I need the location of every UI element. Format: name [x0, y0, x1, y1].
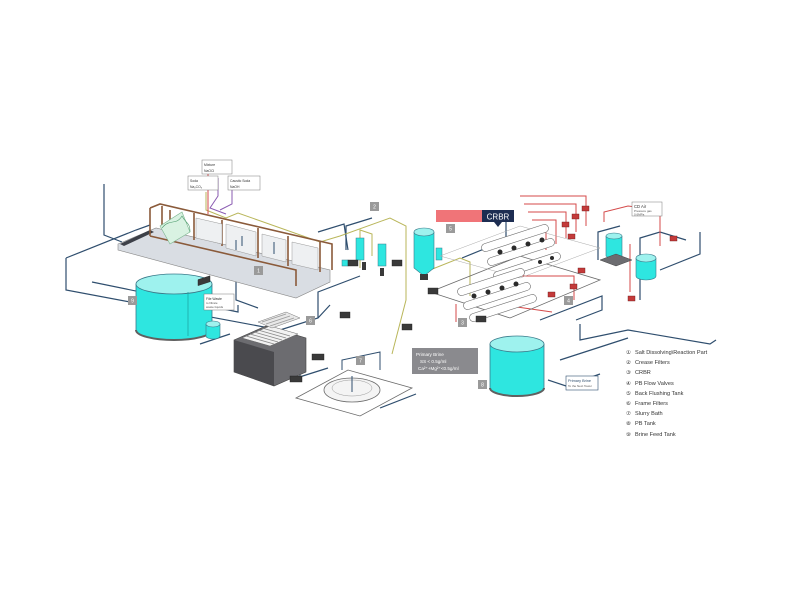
primary-brine-out-box: Primary Brine To the Next Tower — [565, 375, 599, 391]
chemical-box-caustic-soda: Caustic Soda NaOH — [227, 175, 261, 191]
chemical-formula: NaOCl — [204, 169, 214, 173]
section-badge-2: 2 — [370, 202, 379, 211]
reaction-tank-building — [117, 203, 333, 299]
crbr-membrane-row-bottom — [457, 268, 537, 322]
cd-air-box: CD Air Pressure gas 0.6MPa — [631, 201, 663, 217]
cd-air-vessel — [599, 232, 657, 281]
chemical-name: Mixture — [204, 163, 215, 167]
chemical-box-soda: Soda Na₂CO₃ — [187, 175, 219, 191]
primary-brine-hardness: Ca²⁺+Mg²⁺<0.5g/ml — [418, 366, 459, 371]
section-badge-5-label: 5 — [449, 227, 452, 233]
chemical-formula: Na₂CO₃ — [190, 185, 203, 189]
filtrate-box-line: to filtrate — [206, 301, 218, 305]
section-badge-4-label: 4 — [567, 299, 570, 305]
legend-label: Crease Filters — [635, 360, 670, 367]
section-badge-2-label: 2 — [373, 205, 376, 211]
cd-air-line: Pressure gas — [634, 209, 652, 213]
pb-flow-valves — [547, 205, 678, 302]
legend-label: Back Flushing Tank — [635, 390, 684, 397]
legend-number: ⑧ — [626, 421, 632, 428]
legend-number: ⑥ — [626, 400, 632, 407]
crbr-banner-label: CRBR — [487, 213, 510, 222]
pump-units — [197, 259, 487, 383]
filtrate-tank — [205, 320, 221, 340]
olive-process-line — [205, 192, 407, 355]
primary-brine-out-line: To the Next Tower — [568, 384, 592, 388]
legend-number: ① — [626, 350, 632, 356]
olive-process-line-3 — [429, 257, 471, 296]
section-badge-7-label: 7 — [359, 359, 362, 365]
section-badge-9-label: 9 — [131, 299, 134, 305]
crbr-valve-set — [471, 237, 554, 299]
legend-number: ③ — [626, 370, 632, 377]
section-badge-8-label: 8 — [481, 383, 484, 389]
legend-label: PB Tank — [635, 421, 656, 428]
section-badge-7: 7 — [356, 356, 365, 365]
chemical-box-mixture: Mixture NaOCl — [201, 159, 233, 175]
legend-label: CRBR — [635, 370, 651, 377]
legend-label: Salt Dissolving\Reaction Part — [635, 350, 708, 356]
legend-label: Brine Feed Tank — [635, 431, 676, 438]
section-badge-6: 6 — [306, 316, 315, 325]
section-number-badges: 1 2 3 4 5 6 7 8 9 — [128, 202, 573, 389]
primary-brine-title: Primary Brine — [416, 352, 444, 357]
slurry-bath — [294, 351, 414, 417]
legend-label: Slurry Bath — [635, 411, 663, 418]
purple-process-line-2 — [219, 188, 233, 211]
crbr-skid — [428, 224, 602, 322]
legend-label: PB Flow Valves — [635, 380, 674, 387]
cd-air-line: 0.6MPa — [634, 213, 645, 217]
section-badge-1: 1 — [254, 266, 263, 275]
section-badge-6-label: 6 — [309, 319, 312, 325]
filtrate-box-line: waste liquids — [206, 305, 224, 309]
filtrate-box-title: File Waste — [206, 297, 222, 301]
section-badge-5: 5 — [446, 224, 455, 233]
chemical-dosing-labels: Soda Na₂CO₃ Mixture NaOCl Caustic Soda N… — [187, 159, 261, 191]
chemical-formula: NaOH — [230, 185, 240, 189]
legend-number: ② — [626, 360, 632, 367]
section-badge-3: 3 — [458, 318, 467, 327]
crease-filter-units — [341, 237, 387, 276]
legend-number: ⑤ — [626, 390, 632, 397]
primary-brine-out-title: Primary Brine — [568, 379, 591, 383]
legend-number: ⑨ — [626, 431, 632, 438]
section-badge-8: 8 — [478, 380, 487, 389]
red-air-line — [603, 205, 661, 292]
back-flushing-tank — [413, 227, 443, 280]
chemical-name: Soda — [190, 179, 198, 183]
cd-air-title: CD Air — [634, 204, 647, 209]
frame-filter-station — [233, 311, 307, 387]
primary-brine-ss: SS < 0.5g/ml — [420, 359, 446, 364]
legend-number: ⑦ — [626, 411, 632, 418]
brine-feed-tank — [135, 273, 213, 341]
section-badge-9: 9 — [128, 296, 137, 305]
section-badge-1-label: 1 — [257, 269, 260, 275]
primary-brine-spec-box: Primary Brine SS < 0.5g/ml Ca²⁺+Mg²⁺<0.5… — [412, 348, 478, 374]
section-badge-3-label: 3 — [461, 321, 464, 327]
chemical-name: Caustic Soda — [230, 179, 250, 183]
section-badge-4: 4 — [564, 296, 573, 305]
filtrate-waste-box: File Waste to filtrate waste liquids — [203, 293, 235, 311]
legend-number: ④ — [626, 380, 632, 387]
pb-tank — [489, 335, 545, 397]
legend-label: Frame Filters — [635, 400, 668, 407]
crbr-banner: CRBR — [436, 210, 514, 227]
